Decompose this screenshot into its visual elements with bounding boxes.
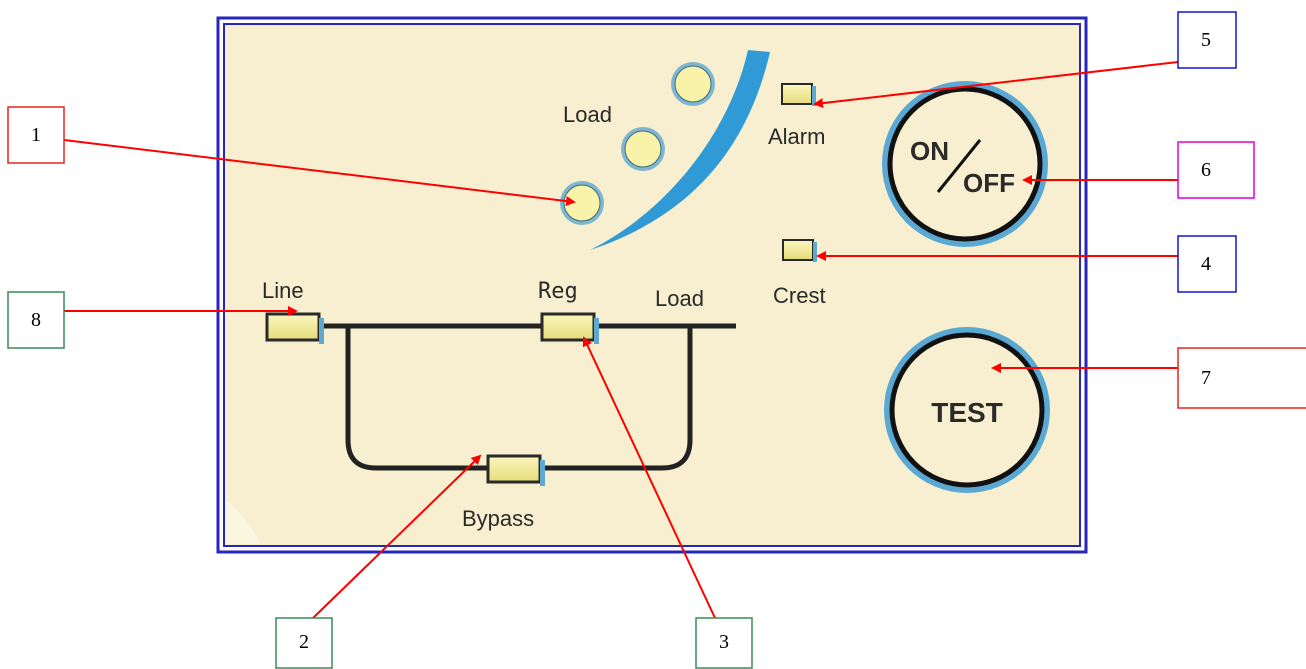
callout-number: 4: [1201, 253, 1211, 275]
leader-5: [813, 61, 1179, 109]
alarm-label: Alarm: [768, 124, 825, 149]
crest-label: Crest: [773, 283, 826, 308]
callout-box-4: 4: [1177, 235, 1237, 293]
load-meter-arc: [590, 50, 770, 250]
callout-box-1: 1: [7, 106, 65, 164]
callout-box-3: 3: [695, 617, 753, 669]
on-label: ON: [910, 136, 949, 166]
crest-led: [782, 239, 814, 261]
bypass-label: Bypass: [462, 506, 534, 531]
callout-number: 8: [31, 309, 41, 331]
callout-box-5: 5: [1177, 11, 1237, 69]
reg-led: [540, 312, 596, 342]
callout-box-7: 7: [1177, 347, 1306, 409]
callout-box-2: 2: [275, 617, 333, 669]
load-meter-leds: [560, 62, 715, 225]
callout-number: 6: [1201, 159, 1211, 181]
leader-1: [63, 139, 576, 206]
on-off-button[interactable]: ON OFF: [882, 81, 1048, 247]
load-output-label: Load: [655, 286, 704, 311]
test-label: TEST: [931, 397, 1003, 428]
line-label: Line: [262, 278, 304, 303]
alarm-led: [781, 83, 813, 105]
callout-number: 7: [1201, 367, 1211, 389]
leader-2: [312, 454, 482, 619]
test-button[interactable]: TEST: [884, 327, 1050, 493]
line-led: [265, 312, 321, 342]
leader-3: [582, 336, 716, 619]
callout-leader-lines: [63, 61, 1179, 619]
bypass-led: [486, 454, 542, 484]
load-meter-label: Load: [563, 102, 612, 127]
on-off-divider: [936, 139, 982, 193]
callout-number: 2: [299, 631, 309, 653]
off-label: OFF: [963, 168, 1015, 198]
callout-number: 1: [31, 124, 41, 146]
callout-box-8: 8: [7, 291, 65, 349]
callout-box-6: 6: [1177, 141, 1255, 199]
callout-number: 5: [1201, 29, 1211, 51]
reg-label: Reg: [538, 279, 578, 304]
callout-number: 3: [719, 631, 729, 653]
